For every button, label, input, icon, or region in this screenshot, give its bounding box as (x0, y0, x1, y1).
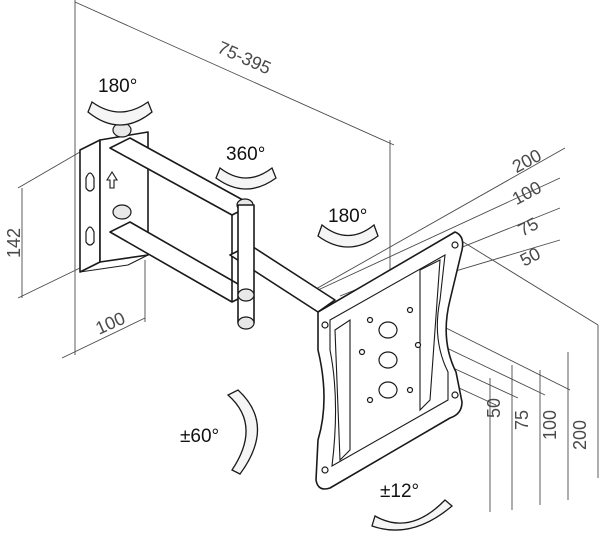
angle-labels: 180° 360° 180° ±60° ±12° (98, 76, 419, 502)
tilt-arrow-icon (226, 389, 259, 475)
vesa-v-100-label: 100 (540, 410, 560, 440)
articulating-arms (109, 122, 336, 330)
vesa-v-75-label: 75 (512, 410, 532, 430)
vesa-v-50-label: 50 (484, 398, 504, 418)
rotation-top-left-label: 180° (98, 76, 137, 97)
depth-label: 100 (93, 308, 129, 338)
keyhole-slot-bottom (85, 226, 95, 246)
up-arrow-icon (106, 170, 118, 189)
rotation-arrow-top-left-icon (87, 100, 153, 126)
rotation-right-label: 180° (328, 206, 367, 227)
swivel-arrow-icon (371, 499, 454, 531)
swivel-label: ±12° (380, 481, 419, 502)
vesa-h-100-label: 100 (509, 177, 545, 209)
rotation-middle-label: 360° (226, 144, 265, 165)
rotation-arrows (87, 100, 454, 531)
tilt-label: ±60° (180, 426, 219, 447)
arm-extension-label: 75-395 (215, 37, 274, 78)
rotation-arrow-middle-icon (215, 166, 277, 190)
vesa-h-50-label: 50 (517, 243, 544, 270)
height-label: 142 (4, 228, 24, 258)
vesa-h-200-label: 200 (509, 145, 545, 177)
vesa-plate (315, 231, 464, 490)
rotation-arrow-right-icon (317, 223, 379, 248)
vesa-v-200-label: 200 (570, 420, 590, 450)
keyhole-slot-top (85, 172, 95, 192)
vesa-h-75-label: 75 (515, 213, 542, 240)
